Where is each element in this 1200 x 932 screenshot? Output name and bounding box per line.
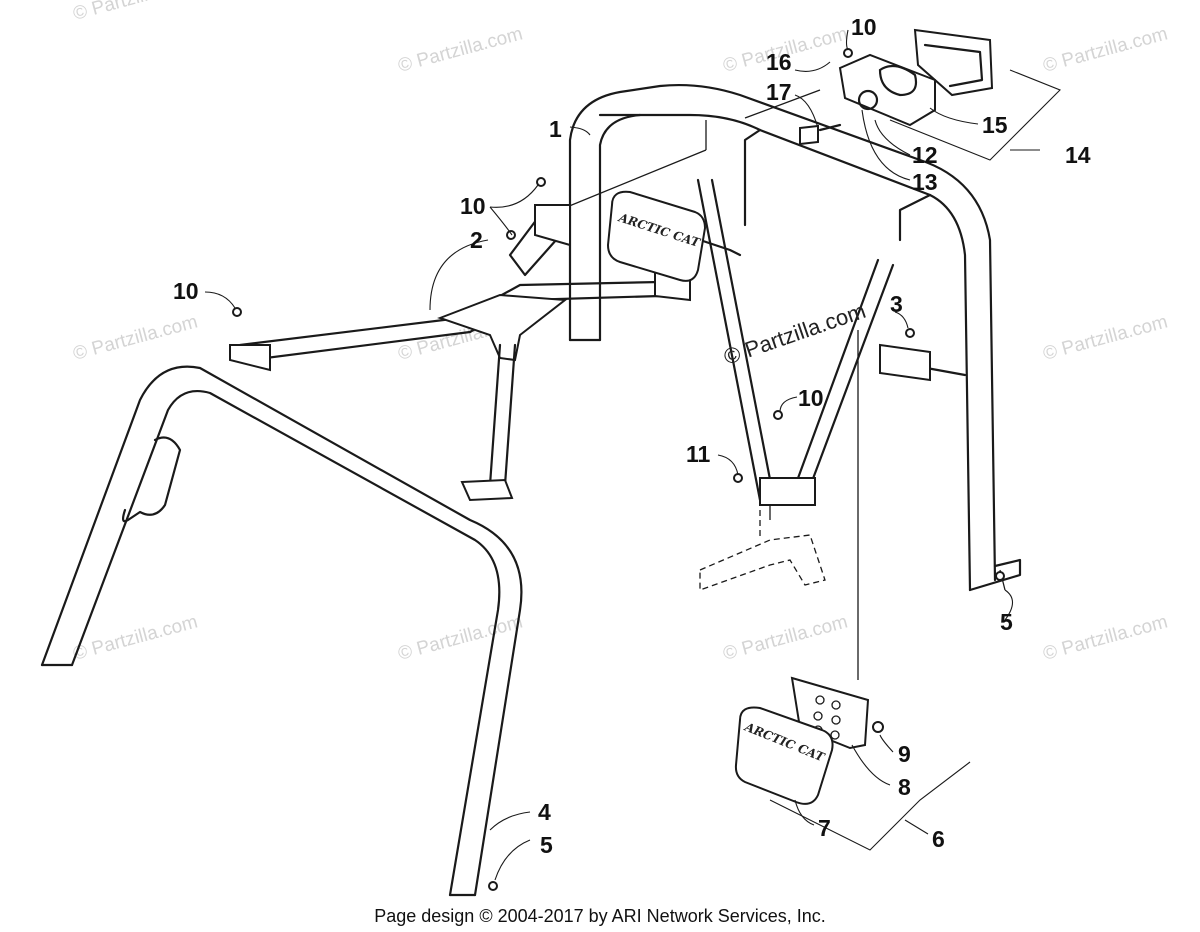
- part-4-front-roll-bar: [40, 365, 523, 897]
- callout-2: 2: [470, 227, 483, 253]
- watermark: © Partzilla.com: [71, 0, 200, 25]
- part-1-rear-roll-bar: [568, 83, 1022, 592]
- callout-labels: 1 2 3 4 5 5 6 7 8 9 10 10 10 10 11 12 13…: [173, 14, 1091, 858]
- floor-mount-dashed: [699, 510, 826, 591]
- watermark: © Partzilla.com: [1041, 23, 1170, 76]
- callout-17: 17: [766, 79, 792, 105]
- group-brackets: [769, 69, 1061, 851]
- pad-arctic-cat-upper: ARCTIC CAT: [606, 190, 707, 282]
- callout-10: 10: [798, 385, 824, 411]
- watermark: © Partzilla.com: [71, 311, 200, 364]
- callout-9: 9: [898, 741, 911, 767]
- callout-5: 5: [540, 832, 553, 858]
- watermark: © Partzilla.com: [396, 611, 525, 664]
- callout-4: 4: [538, 799, 551, 825]
- watermark: © Partzilla.com: [1041, 311, 1170, 364]
- callout-10: 10: [173, 278, 199, 304]
- callout-5: 5: [1000, 609, 1013, 635]
- watermark: © Partzilla.com: [721, 611, 850, 664]
- callout-3: 3: [890, 291, 903, 317]
- watermark-layer: © Partzilla.com © Partzilla.com © Partzi…: [71, 0, 1170, 665]
- callout-7: 7: [818, 815, 831, 841]
- callout-16: 16: [766, 49, 792, 75]
- callout-6: 6: [932, 826, 945, 852]
- hardware-fasteners: [232, 48, 1005, 891]
- callout-11: 11: [686, 441, 711, 467]
- watermark: © Partzilla.com: [396, 23, 525, 76]
- callout-10: 10: [851, 14, 877, 40]
- callout-14: 14: [1065, 142, 1091, 168]
- part-14-tail-light-assembly: [799, 28, 994, 146]
- callout-1: 1: [549, 116, 562, 142]
- callout-13: 13: [912, 169, 938, 195]
- page-credit: Page design © 2004-2017 by ARI Network S…: [374, 906, 826, 926]
- callout-8: 8: [898, 774, 911, 800]
- callout-15: 15: [982, 112, 1008, 138]
- callout-12: 12: [912, 142, 938, 168]
- watermark: © Partzilla.com: [1041, 611, 1170, 664]
- part-6-rear-pad-assembly: ARCTIC CAT: [734, 676, 884, 805]
- callout-10: 10: [460, 193, 486, 219]
- callout-leaders: [204, 29, 1014, 881]
